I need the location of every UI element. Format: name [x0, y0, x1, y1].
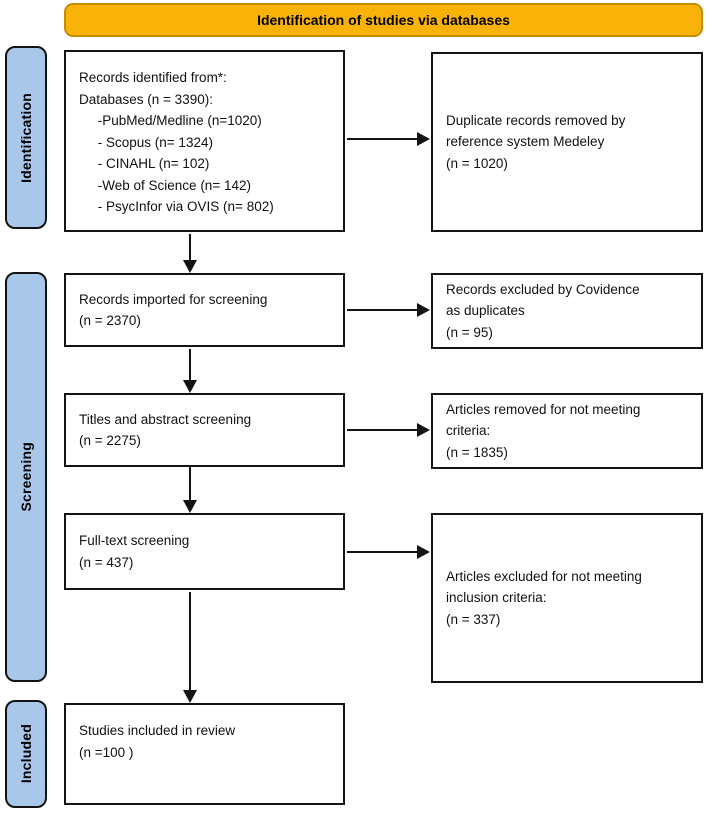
arrow-fulltext-to-excluded-criteria [347, 551, 418, 553]
duplicates-removed-text: Duplicate records removed by reference s… [446, 112, 626, 171]
full-text-screening-box: Full-text screening (n = 437) [64, 513, 345, 590]
stage-tab-included-label: Included [18, 724, 34, 784]
stage-tab-screening: Screening [5, 272, 47, 682]
stage-tab-screening-label: Screening [18, 442, 34, 512]
titles-abstract-screening-box: Titles and abstract screening (n = 2275) [64, 393, 345, 467]
diagram-title-banner: Identification of studies via databases [64, 3, 703, 37]
covidence-duplicates-box: Records excluded by Covidence as duplica… [431, 273, 703, 349]
stage-tab-identification-label: Identification [18, 92, 34, 183]
records-imported-text: Records imported for screening (n = 2370… [79, 291, 268, 329]
stage-tab-identification: Identification [5, 46, 47, 229]
removed-not-meeting-criteria-text: Articles removed for not meeting criteri… [446, 401, 641, 460]
covidence-duplicates-text: Records excluded by Covidence as duplica… [446, 281, 640, 340]
titles-abstract-screening-text: Titles and abstract screening (n = 2275) [79, 411, 252, 449]
arrow-imported-to-covidence-duplicates [347, 309, 418, 311]
stage-tab-included: Included [5, 700, 47, 808]
full-text-screening-text: Full-text screening (n = 437) [79, 533, 190, 570]
records-identified-text: Records identified from*: Databases (n =… [79, 70, 274, 214]
excluded-inclusion-criteria-text: Articles excluded for not meeting inclus… [446, 568, 642, 627]
duplicates-removed-box: Duplicate records removed by reference s… [431, 52, 703, 232]
studies-included-box: Studies included in review (n =100 ) [64, 703, 345, 805]
studies-included-text: Studies included in review (n =100 ) [79, 723, 236, 760]
arrow-identified-to-imported [189, 234, 191, 261]
arrow-titles-to-removed-criteria [347, 429, 418, 431]
diagram-title: Identification of studies via databases [257, 12, 510, 28]
arrow-imported-to-titles [189, 349, 191, 381]
arrow-identified-to-duplicates-removed [347, 138, 418, 140]
records-identified-box: Records identified from*: Databases (n =… [64, 50, 345, 232]
arrow-titles-to-fulltext [189, 467, 191, 501]
arrow-fulltext-to-included [189, 592, 191, 691]
removed-not-meeting-criteria-box: Articles removed for not meeting criteri… [431, 393, 703, 469]
records-imported-box: Records imported for screening (n = 2370… [64, 273, 345, 347]
excluded-inclusion-criteria-box: Articles excluded for not meeting inclus… [431, 513, 703, 683]
